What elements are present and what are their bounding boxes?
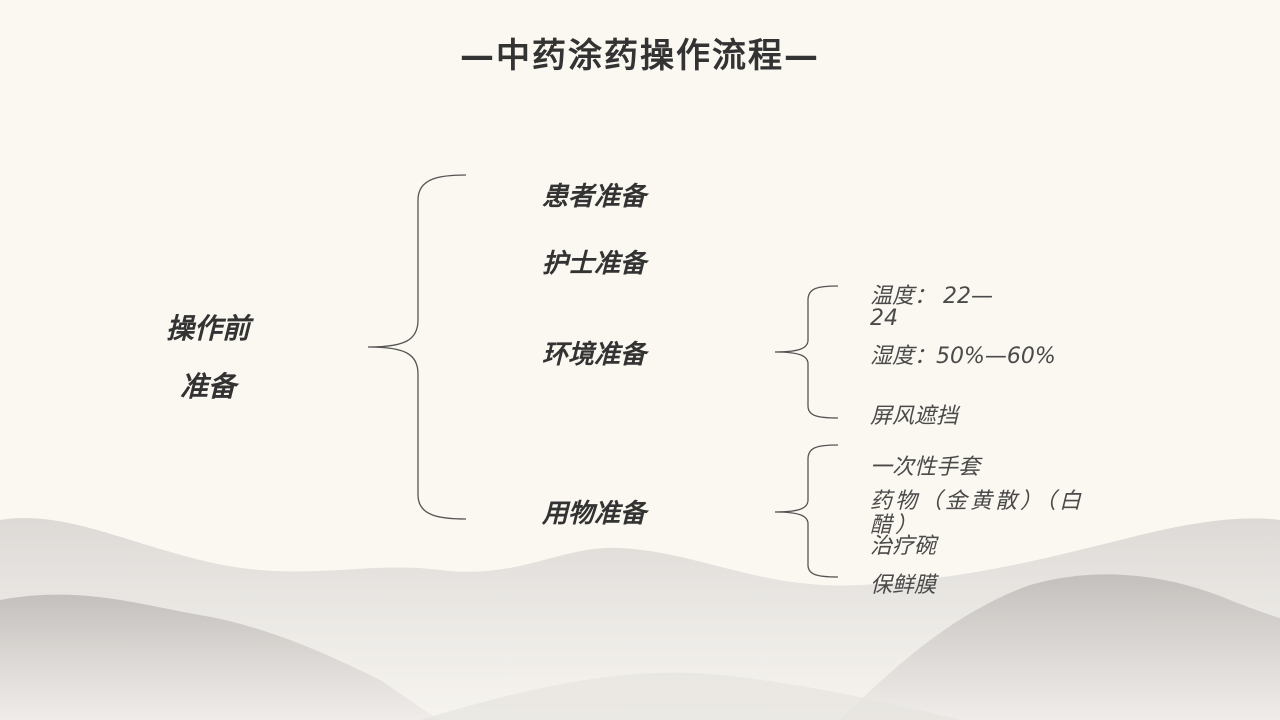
category-nurse: 护士准备 (542, 249, 647, 279)
env-temperature-b: 24 (870, 306, 898, 331)
category-patient: 患者准备 (542, 182, 647, 212)
root-line-1: 操作前 (165, 312, 250, 345)
supply-film: 保鲜膜 (870, 573, 937, 598)
supply-bowl: 治疗碗 (870, 534, 937, 559)
environment-brace (774, 285, 839, 419)
env-screen: 屏风遮挡 (870, 404, 959, 429)
root-label: 操作前 准备 (148, 300, 268, 416)
category-supplies: 用物准备 (542, 499, 647, 529)
supply-medicine: 药物（金黄散）（白醋） (870, 489, 1085, 538)
page-title: —中药涂药操作流程— (460, 36, 820, 76)
env-humidity: 湿度：50%—60% (870, 344, 1056, 369)
supply-gloves: 一次性手套 (870, 455, 981, 480)
env-temperature-a: 温度： 22— (870, 284, 993, 309)
category-environment: 环境准备 (542, 340, 647, 370)
root-line-2: 准备 (179, 370, 236, 403)
supplies-brace (774, 444, 839, 578)
main-brace (367, 174, 467, 520)
